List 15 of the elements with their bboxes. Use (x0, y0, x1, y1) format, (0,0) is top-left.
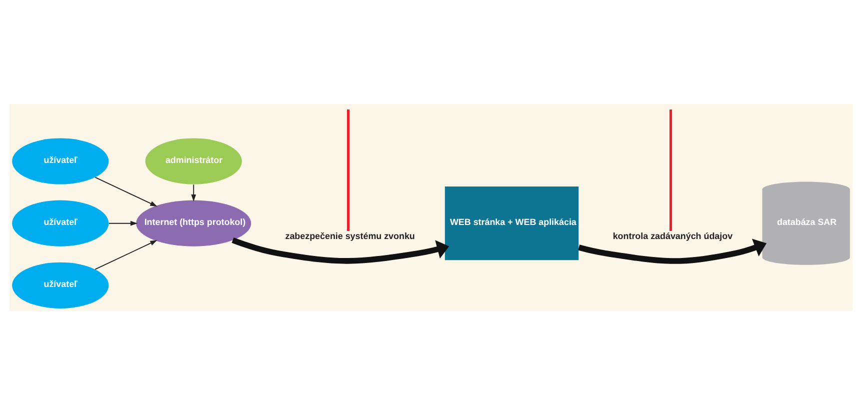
arrow (94, 240, 158, 270)
node-ellipse: administrátor (145, 138, 242, 184)
node-label: zabezpečenie systému zvonku (285, 230, 415, 240)
node-ellipse: užívateľ (12, 262, 109, 308)
node-bar (346, 108, 350, 231)
node-ellipse: užívateľ (12, 200, 109, 246)
node-label: kontrola zadávaných údajov (612, 230, 733, 240)
node-box: WEB stránka + WEB aplikácia (444, 186, 579, 260)
arrow (578, 238, 767, 264)
arrow (191, 184, 196, 202)
node-ellipse: užívateľ (12, 138, 109, 184)
arrow (108, 220, 138, 226)
node-bar (669, 108, 672, 231)
arrow (94, 176, 158, 206)
arrow (232, 237, 450, 264)
